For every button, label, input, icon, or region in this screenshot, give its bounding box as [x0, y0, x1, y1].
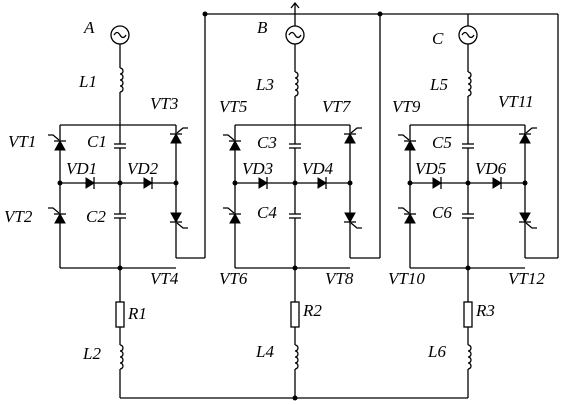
- phase-b-branch: [222, 11, 383, 398]
- label-vt9: VT9: [392, 97, 421, 116]
- label-l5: L5: [429, 75, 448, 94]
- label-l2: L2: [82, 344, 101, 363]
- resistor-r2: [290, 301, 300, 328]
- label-c1: C1: [87, 132, 107, 151]
- label-vt1: VT1: [8, 132, 36, 151]
- label-c4: C4: [257, 203, 277, 222]
- label-c5: C5: [432, 133, 452, 152]
- inductor-l1: [119, 67, 124, 93]
- label-vt7: VT7: [322, 97, 352, 116]
- source-label-b: B: [257, 18, 268, 37]
- phase-a-branch: [47, 11, 208, 398]
- label-c2: C2: [86, 207, 106, 226]
- label-vt8: VT8: [325, 269, 354, 288]
- label-vd1: VD1: [66, 159, 97, 178]
- inductor-l5: [467, 71, 472, 97]
- inductor-l4: [294, 344, 299, 370]
- label-vd4: VD4: [302, 159, 334, 178]
- label-vd5: VD5: [415, 159, 446, 178]
- label-r2: R2: [302, 301, 322, 320]
- label-vt10: VT10: [388, 269, 425, 288]
- inductor-l3: [294, 71, 299, 97]
- label-r3: R3: [475, 301, 495, 320]
- label-l4: L4: [255, 342, 274, 361]
- label-vt2: VT2: [4, 207, 33, 226]
- label-r1: R1: [127, 304, 147, 323]
- label-vd6: VD6: [475, 159, 507, 178]
- label-vt5: VT5: [219, 97, 247, 116]
- label-l1: L1: [78, 72, 97, 91]
- source-label-c: C: [432, 29, 444, 48]
- inductor-l2: [119, 344, 124, 370]
- label-vd3: VD3: [242, 159, 273, 178]
- inductor-l6: [467, 344, 472, 370]
- phase-c-branch: [397, 14, 559, 398]
- label-vt11: VT11: [498, 92, 534, 111]
- label-c3: C3: [257, 133, 277, 152]
- resistor-r3: [463, 301, 473, 328]
- label-vt4: VT4: [150, 269, 179, 288]
- label-vt3: VT3: [150, 94, 178, 113]
- label-l6: L6: [427, 342, 446, 361]
- label-vt12: VT12: [508, 269, 545, 288]
- resistor-r1: [115, 301, 125, 328]
- label-vd2: VD2: [127, 159, 159, 178]
- label-c6: C6: [432, 203, 452, 222]
- label-l3: L3: [255, 75, 274, 94]
- label-vt6: VT6: [219, 269, 248, 288]
- source-label-a: A: [83, 18, 95, 37]
